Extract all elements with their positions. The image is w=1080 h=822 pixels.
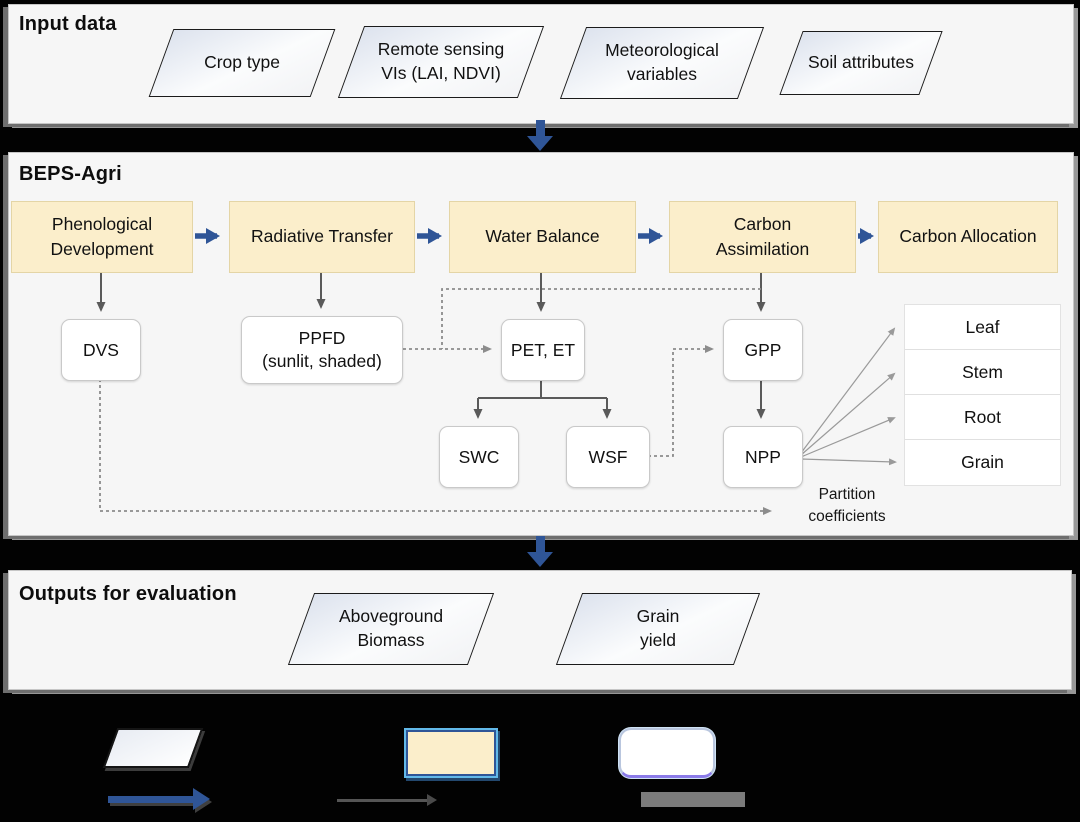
annotation-line: Partition [818, 486, 876, 503]
node-wsf: WSF [566, 426, 650, 488]
input-data-panel: Input data Crop type Remote sensing VIs … [8, 4, 1074, 124]
legend-variable-node-shape [619, 728, 715, 778]
node-label: WSF [588, 446, 628, 467]
module-label: Water Balance [485, 226, 600, 247]
flow-arrow-model-to-outputs-icon [527, 536, 553, 567]
module-label: Carbon Allocation [899, 226, 1037, 247]
input-meteorological: Meteorological variables [559, 27, 765, 99]
module-carbon-assimilation: Carbon Assimilation [669, 201, 856, 273]
node-label: PPFD [298, 328, 346, 349]
output-biomass-line2: Biomass [357, 630, 425, 650]
node-ppfd: PPFD (sunlit, shaded) [241, 316, 403, 384]
output-grain-line2: yield [640, 630, 676, 650]
pool-label: Grain [961, 452, 1004, 472]
node-label: SWC [458, 446, 500, 467]
input-panel-title: Input data [19, 13, 117, 35]
node-label: GPP [744, 339, 782, 360]
partition-coefficients-annotation: Partition coefficients [777, 484, 917, 527]
pool-stem: Stem [905, 350, 1060, 395]
input-soil-attributes: Soil attributes [779, 31, 943, 95]
module-label: Development [50, 239, 154, 259]
legend-module-shape [404, 728, 498, 778]
carbon-pools-table: Leaf Stem Root Grain [904, 304, 1061, 486]
node-label: DVS [83, 339, 119, 360]
input-remote-sensing: Remote sensing VIs (LAI, NDVI) [337, 26, 545, 98]
input-remote-sensing-line1: Remote sensing [377, 39, 505, 60]
parallelogram-shape [102, 728, 204, 768]
node-label: PET, ET [510, 339, 576, 360]
module-radiative-transfer: Radiative Transfer [229, 201, 415, 273]
input-crop-type: Crop type [148, 29, 336, 97]
legend-blue-arrow-icon [108, 788, 210, 810]
node-label: NPP [745, 446, 781, 467]
annotation-line: coefficients [808, 507, 886, 525]
module-carbon-allocation: Carbon Allocation [878, 201, 1058, 273]
legend-gray-bar-icon [641, 792, 745, 807]
pool-root: Root [905, 395, 1060, 440]
module-label: Carbon [733, 213, 792, 234]
outputs-panel: Outputs for evaluation Aboveground Bioma… [8, 570, 1072, 690]
node-pet-et: PET, ET [501, 319, 585, 381]
input-meteorological-line1: Meteorological [605, 40, 719, 61]
beps-panel-title: BEPS-Agri [19, 163, 122, 185]
input-crop-type-label: Crop type [204, 52, 280, 73]
output-biomass-line1: Aboveground [338, 606, 444, 627]
node-label: (sunlit, shaded) [262, 351, 382, 371]
pool-label: Leaf [965, 316, 1000, 337]
module-water-balance: Water Balance [449, 201, 636, 273]
input-meteorological-line2: variables [626, 64, 698, 84]
module-label: Assimilation [715, 239, 810, 259]
module-phenological-development: Phenological Development [11, 201, 193, 273]
node-npp: NPP [723, 426, 803, 488]
legend-gray-arrow-icon [337, 794, 437, 806]
module-label: Radiative Transfer [250, 226, 393, 247]
output-aboveground-biomass: Aboveground Biomass [287, 593, 495, 665]
module-label: Phenological [51, 213, 153, 234]
legend-input-output-shape [102, 728, 204, 768]
input-remote-sensing-line2: VIs (LAI, NDVI) [381, 63, 501, 83]
beps-agri-panel: BEPS-Agri Phenological Development Radia… [8, 152, 1074, 536]
pool-leaf: Leaf [905, 305, 1060, 350]
flow-arrow-inputs-to-model-icon [527, 120, 553, 151]
pool-label: Root [964, 406, 1001, 427]
output-grain-yield: Grain yield [555, 593, 761, 665]
input-soil-attributes-label: Soil attributes [807, 52, 915, 73]
pool-label: Stem [962, 361, 1003, 382]
node-dvs: DVS [61, 319, 141, 381]
pool-grain: Grain [905, 440, 1060, 485]
outputs-panel-title: Outputs for evaluation [19, 583, 237, 605]
node-gpp: GPP [723, 319, 803, 381]
node-swc: SWC [439, 426, 519, 488]
output-grain-line1: Grain [636, 606, 680, 627]
